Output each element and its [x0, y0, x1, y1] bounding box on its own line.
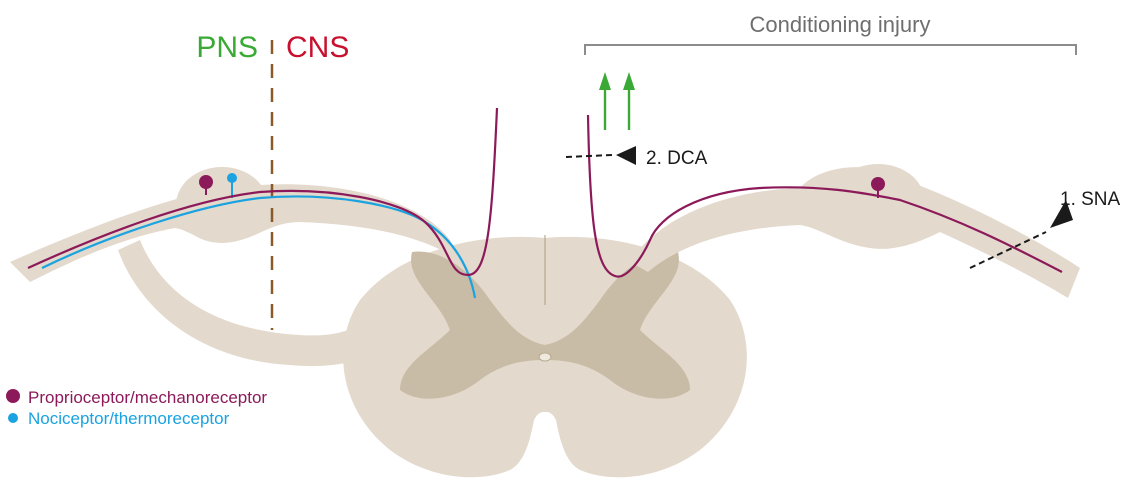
legend-proprioceptor-label: Proprioceptor/mechanoreceptor [28, 388, 267, 407]
legend-nociceptor-icon [8, 413, 18, 423]
regeneration-arrows [599, 72, 635, 130]
conditioning-injury-bracket [585, 45, 1076, 55]
central-canal [539, 353, 551, 361]
proprioceptor-cell-body-left [199, 175, 213, 189]
conditioning-injury-label: Conditioning injury [750, 12, 931, 37]
sna-label: 1. SNA [1060, 189, 1121, 210]
right-drg [832, 164, 924, 236]
cns-label: CNS [286, 31, 349, 64]
proprioceptor-cell-body-right [871, 177, 885, 191]
left-ventral-root [118, 240, 372, 366]
legend: Proprioceptor/mechanoreceptor Nociceptor… [6, 388, 267, 428]
dca-lesion-line [566, 155, 612, 157]
legend-proprioceptor-icon [6, 389, 20, 403]
nociceptor-cell-body [227, 173, 237, 183]
dca-pointer-icon [616, 146, 636, 165]
legend-nociceptor-label: Nociceptor/thermoreceptor [28, 409, 230, 428]
pns-label: PNS [196, 31, 258, 64]
dca-label: 2. DCA [646, 148, 708, 169]
